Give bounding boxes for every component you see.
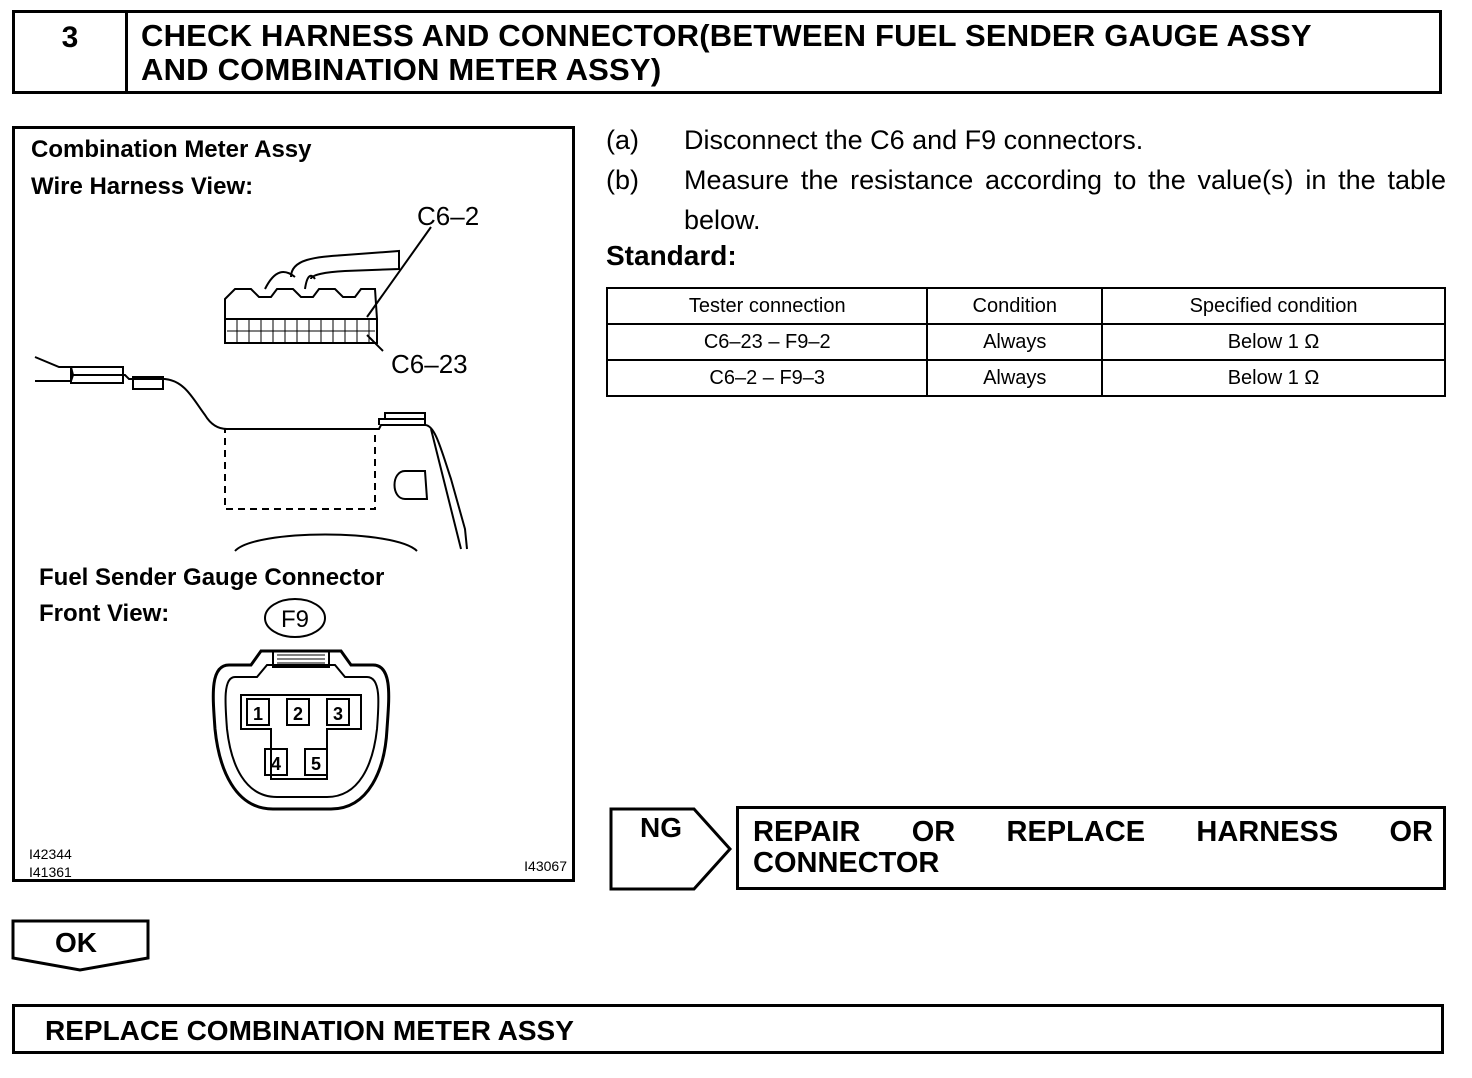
pin-3: 3 <box>333 704 343 724</box>
step-a-text: Disconnect the C6 and F9 connectors. <box>684 125 1144 155</box>
step-title: CHECK HARNESS AND CONNECTOR(BETWEEN FUEL… <box>141 19 1429 87</box>
step-b-letter: (b) <box>606 165 639 195</box>
pin-label-c6-23: C6–23 <box>391 349 468 379</box>
table-header-cell: Condition <box>926 287 1104 325</box>
ng-action-line1: REPAIR OR REPLACE HARNESS OR <box>753 816 1433 848</box>
table-cell: Below 1 Ω <box>1101 359 1446 397</box>
combination-meter-connector <box>224 226 432 352</box>
meter-label-line1: Combination Meter Assy <box>31 136 312 163</box>
step-header: 3 CHECK HARNESS AND CONNECTOR(BETWEEN FU… <box>12 10 1442 94</box>
connector-figure: Combination Meter Assy Wire Harness View… <box>12 126 575 882</box>
pin-5: 5 <box>311 754 321 774</box>
table-row: C6–2 – F9–3 Always Below 1 Ω <box>605 359 1446 397</box>
table-cell: Always <box>926 359 1104 397</box>
table-header-cell: Tester connection <box>605 287 929 325</box>
table-header-row: Tester connection Condition Specified co… <box>605 287 1446 325</box>
connector-id: F9 <box>281 606 309 633</box>
ok-label: OK <box>55 927 97 958</box>
table-cell: Always <box>926 323 1104 361</box>
table-cell: C6–23 – F9–2 <box>605 323 929 361</box>
pin-1: 1 <box>253 704 263 724</box>
fuel-sender-connector <box>211 649 391 811</box>
table-header-cell: Specified condition <box>1101 287 1446 325</box>
table-cell: C6–2 – F9–3 <box>605 359 929 397</box>
ng-label: NG <box>640 812 682 843</box>
ref-code-1: I42344 <box>29 846 72 862</box>
ng-action-line2: CONNECTOR <box>753 847 940 879</box>
pin-2: 2 <box>293 704 303 724</box>
table-row: C6–23 – F9–2 Always Below 1 Ω <box>605 323 1446 361</box>
meter-label-line2: Wire Harness View: <box>31 173 253 200</box>
figure-drawing: Combination Meter Assy Wire Harness View… <box>29 136 567 879</box>
step-a-letter: (a) <box>606 125 639 155</box>
spec-table: Tester connection Condition Specified co… <box>605 287 1446 397</box>
connector-id-oval <box>264 598 326 638</box>
standard-label: Standard: <box>606 240 737 271</box>
ok-action-text: REPLACE COMBINATION METER ASSY <box>45 1015 574 1046</box>
vehicle-outline <box>34 356 468 552</box>
ref-code-3: I43067 <box>524 858 567 874</box>
ok-action-box: REPLACE COMBINATION METER ASSY <box>12 1004 1444 1054</box>
ng-action-text: REPAIR OR REPLACE HARNESS OR CONNECTOR <box>753 817 1433 879</box>
step-number: 3 <box>15 13 128 91</box>
step-b-text: Measure the resistance according to the … <box>684 165 1446 235</box>
pin-label-c6-2: C6–2 <box>417 201 479 231</box>
step-title-line2: AND COMBINATION METER ASSY) <box>141 52 662 87</box>
ng-arrow-shape <box>609 807 733 891</box>
sender-label-line1: Fuel Sender Gauge Connector <box>39 564 384 591</box>
ref-code-2: I41361 <box>29 864 72 879</box>
sender-label-line2: Front View: <box>39 600 169 627</box>
ng-action-box: REPAIR OR REPLACE HARNESS OR CONNECTOR <box>736 806 1446 890</box>
ok-arrow-shape <box>11 919 150 972</box>
table-cell: Below 1 Ω <box>1101 323 1446 361</box>
step-title-line1: CHECK HARNESS AND CONNECTOR(BETWEEN FUEL… <box>141 18 1312 53</box>
pin-4: 4 <box>271 754 281 774</box>
